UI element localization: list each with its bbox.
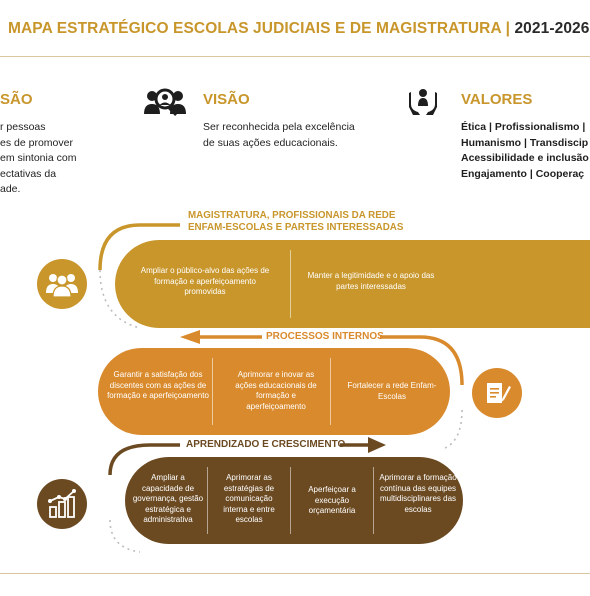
document-pen-icon — [472, 368, 522, 418]
people-icon — [37, 259, 87, 309]
objective-item: Aprimorar a formação contínua das equipe… — [379, 473, 457, 514]
objective-item: Manter a legitimidade e o apoio das part… — [307, 271, 435, 291]
band-aprendizado — [125, 457, 463, 544]
growth-chart-icon — [37, 479, 87, 529]
valores-line: Humanismo | Transdiscip — [461, 136, 589, 149]
visao-line: Ser reconhecida pela excelência — [203, 121, 355, 133]
valores-line: Ética | Profissionalismo | — [461, 121, 586, 133]
missao-line: ade. — [0, 183, 21, 195]
people-search-icon — [144, 88, 186, 116]
band-label-line: ENFAM-ESCOLAS E PARTES INTERESSADAS — [188, 222, 404, 233]
missao-heading: SÃO — [0, 91, 33, 108]
band-divider — [373, 467, 374, 534]
valores-line: Engajamento | Cooperaç — [461, 167, 585, 180]
hands-person-icon — [409, 89, 437, 115]
missao-line: es de promover — [0, 136, 73, 149]
page-title-text: MAPA ESTRATÉGICO ESCOLAS JUDICIAIS E DE … — [8, 20, 511, 37]
valores-line: Acessibilidade e inclusão — [461, 152, 589, 164]
objective-item: Aprimorar e inovar as ações educacionais… — [235, 370, 317, 411]
valores-heading: VALORES — [461, 91, 533, 108]
band-divider — [212, 358, 213, 425]
page-title-year: 2021-2026 — [514, 20, 590, 37]
band-label-aprendizado: APRENDIZADO E CRESCIMENTO — [186, 439, 346, 450]
band-magistratura — [115, 240, 590, 328]
valores-text: Ética | Profissionalismo | Humanismo | T… — [461, 120, 589, 182]
footer-divider — [0, 573, 590, 574]
band-divider — [290, 250, 291, 318]
missao-line: ectativas da — [0, 167, 57, 180]
band-label-processos: PROCESSOS INTERNOS — [266, 331, 384, 342]
objective-item: Fortalecer a rede Enfam-Escolas — [347, 381, 437, 401]
objective-item: Aperfeiçoar a execução orçamentária — [308, 485, 356, 515]
objective-item: Aprimorar as estratégias de comunicação … — [223, 473, 275, 524]
band-label-line: MAGISTRATURA, PROFISSIONAIS DA REDE — [188, 210, 396, 221]
missao-line: r pessoas — [0, 121, 46, 133]
missao-line: em sintonia com — [0, 152, 77, 164]
band-processos — [98, 348, 450, 435]
visao-text: Ser reconhecida pela excelência de suas … — [203, 120, 355, 151]
objective-item: Ampliar o público-alvo das ações de form… — [140, 266, 270, 296]
header-bar: MAPA ESTRATÉGICO ESCOLAS JUDICIAIS E DE … — [0, 0, 590, 62]
objective-item: Ampliar a capacidade de governança, gest… — [132, 473, 204, 524]
band-divider — [330, 358, 331, 425]
objective-item: Garantir a satisfação dos discentes com … — [107, 370, 209, 400]
missao-text: r pessoas es de promover em sintonia com… — [0, 120, 76, 198]
header-divider — [0, 56, 590, 57]
visao-line: de suas ações educacionais. — [203, 136, 338, 149]
band-divider — [290, 467, 291, 534]
band-label-magistratura: MAGISTRATURA, PROFISSIONAIS DA REDE ENFA… — [188, 210, 403, 234]
visao-heading: VISÃO — [203, 91, 250, 108]
band-divider — [207, 467, 208, 534]
page-title: MAPA ESTRATÉGICO ESCOLAS JUDICIAIS E DE … — [8, 20, 589, 38]
